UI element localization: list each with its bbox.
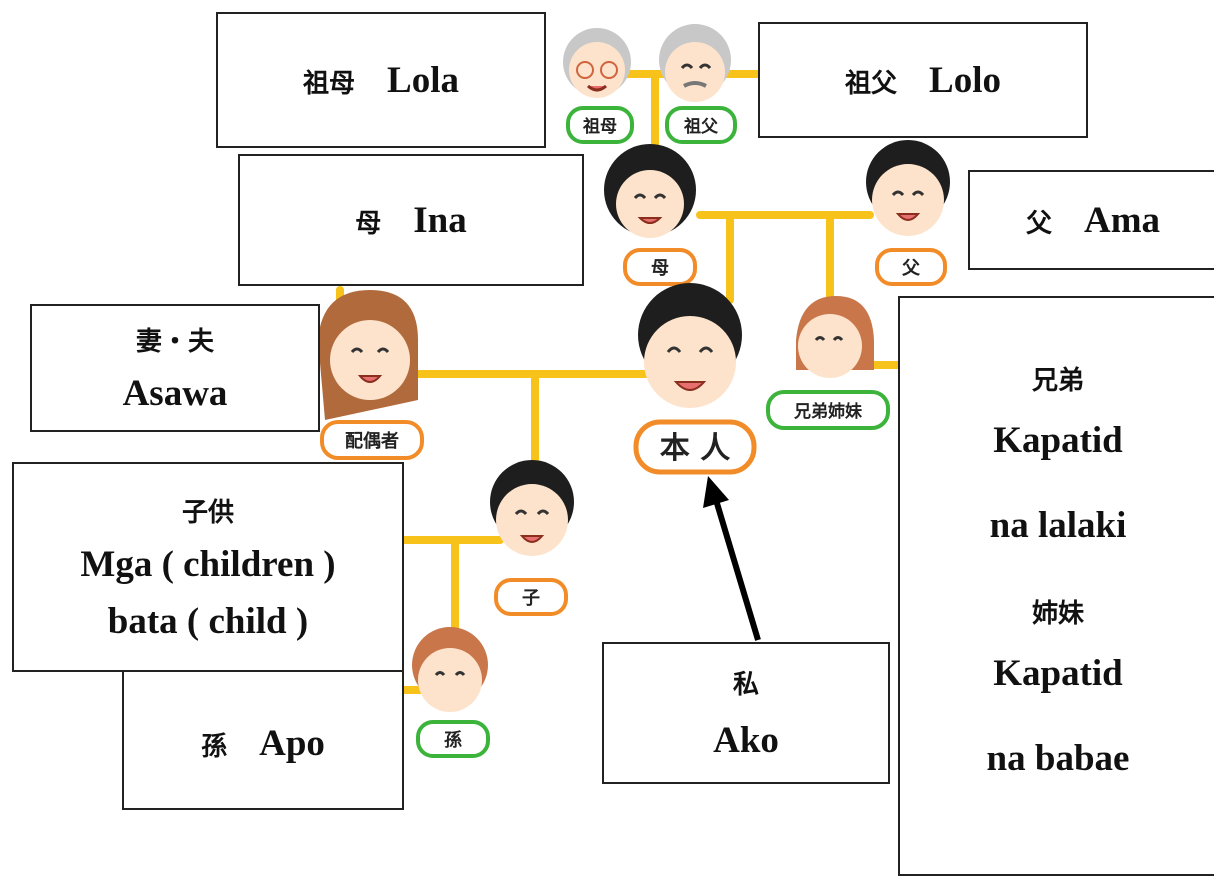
siblings-face: [796, 296, 874, 378]
label-self-en: Ako: [713, 720, 779, 761]
label-grandfather-en: Lolo: [929, 59, 1001, 101]
badge-spouse: 配偶者: [320, 420, 424, 460]
badge-grandmother: 祖母: [566, 106, 634, 144]
badge-siblings-text: 兄弟姉妹: [793, 401, 863, 422]
label-children: 子供 Mga ( children ) bata ( child ): [12, 462, 404, 672]
badge-father: 父: [875, 248, 947, 286]
label-mother-en: Ina: [413, 199, 467, 241]
badge-child: 子: [494, 578, 568, 616]
label-sister-en2: na babae: [986, 738, 1130, 779]
label-spouse-jp: 妻・夫: [135, 327, 214, 357]
label-mother: 母 Ina: [238, 154, 584, 286]
badge-grandfather-text: 祖父: [683, 116, 719, 137]
label-grandmother-en: Lola: [387, 59, 459, 101]
badge-mother: 母: [623, 248, 697, 286]
spouse-face: [318, 290, 418, 420]
badge-grandchild-text: 孫: [444, 729, 462, 751]
label-brother-en2: na lalaki: [989, 505, 1127, 546]
label-brother-jp: 兄弟: [1031, 366, 1084, 396]
label-grandfather: 祖父 Lolo: [758, 22, 1088, 138]
self-face: [638, 283, 742, 408]
label-sister-jp: 姉妹: [1031, 599, 1084, 629]
label-brother-en1: Kapatid: [993, 420, 1123, 461]
badge-self: 本 人: [633, 419, 757, 475]
label-father: 父 Ama: [968, 170, 1214, 270]
label-children-line1: Mga ( children ): [80, 543, 336, 585]
grandchild-face: [412, 627, 488, 712]
badge-siblings: 兄弟姉妹: [766, 390, 890, 430]
badge-father-text: 父: [902, 258, 921, 279]
badge-spouse-text: 配偶者: [345, 430, 399, 452]
badge-self-text: 本 人: [660, 431, 730, 466]
label-grandchild-en: Apo: [259, 722, 325, 764]
badge-mother-text: 母: [651, 258, 669, 279]
father-face: [866, 140, 950, 236]
badge-child-text: 子: [522, 588, 540, 609]
badge-grandfather: 祖父: [665, 106, 737, 144]
label-grandmother-jp: 祖母: [303, 68, 356, 99]
label-father-en: Ama: [1083, 199, 1161, 241]
label-father-jp: 父: [1025, 208, 1052, 239]
label-self: 私 Ako: [602, 642, 890, 784]
label-mother-jp: 母: [355, 208, 382, 239]
badge-grandchild: 孫: [416, 720, 490, 758]
grandmother-face: [563, 28, 631, 98]
label-grandchild: 孫 Apo: [122, 670, 404, 810]
label-children-line2: bata ( child ): [107, 600, 309, 642]
label-siblings: 兄弟 Kapatid na lalaki 姉妹 Kapatid na babae: [898, 296, 1214, 876]
label-grandfather-jp: 祖父: [845, 68, 898, 99]
badge-grandmother-text: 祖母: [582, 116, 617, 137]
label-children-jp: 子供: [181, 497, 234, 528]
child-face: [490, 460, 574, 556]
label-self-jp: 私: [732, 670, 759, 700]
label-spouse: 妻・夫 Asawa: [30, 304, 320, 432]
label-spouse-en: Asawa: [122, 373, 228, 414]
label-grandchild-jp: 孫: [201, 731, 228, 762]
arrow-to-self: [703, 476, 761, 641]
grandfather-face: [659, 24, 731, 102]
label-sister-en1: Kapatid: [993, 653, 1123, 694]
mother-face: [604, 144, 696, 238]
label-grandmother: 祖母 Lola: [216, 12, 546, 148]
